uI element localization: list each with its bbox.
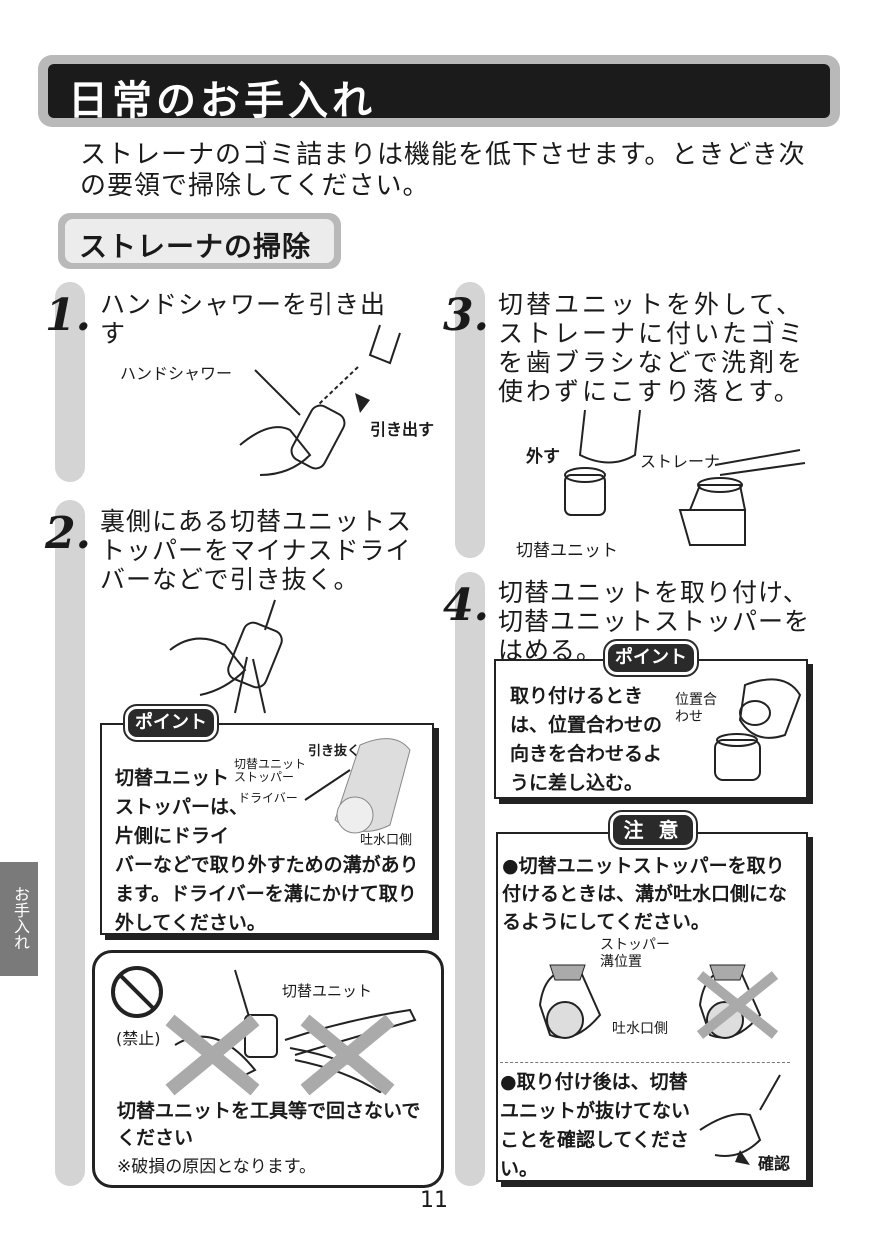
outlet-label-2: 吐水口側 (612, 1021, 668, 1037)
point1-text-a: 切替ユニット (115, 767, 230, 789)
point1-text-c: 片側にドライ (115, 825, 230, 847)
step4-bar (455, 572, 485, 1186)
strainer-cleaning-illustration (564, 409, 806, 546)
step3-number: 3. (443, 290, 489, 341)
page-title: 日常のお手入れ (68, 78, 376, 124)
prohibition-note: ※破損の原因となります。 (117, 1157, 317, 1177)
step2-text: 裏側にある切替ユニットストッパーをマイナスドライバーなどで引き抜く。 (100, 507, 413, 594)
outlet-label: 吐水口側 (360, 833, 413, 848)
step3-bar (455, 282, 485, 558)
side-tab: お手入れ (0, 862, 38, 976)
driver-removal-illustration (169, 599, 283, 714)
step3-text: 切替ユニットを外して、ストレーナに付いたゴミを歯ブラシなどで洗剤を使わずにこすり… (498, 290, 807, 406)
unit-label: 切替ユニット (516, 541, 618, 561)
confirm-illustration (699, 1074, 781, 1165)
prohibition-icon (111, 966, 163, 1018)
confirm-label: 確認 (758, 1154, 791, 1173)
section-title: ストレーナの掃除 (79, 230, 312, 263)
step1-text: ハンドシャワーを引き出す (100, 290, 387, 348)
tool-prohibited-illustration (165, 969, 417, 1096)
pull-label: 引き抜く (308, 744, 361, 759)
hand-shower-label: ハンドシャワー (120, 364, 233, 383)
groove-label: ストッパー溝位置 (600, 937, 670, 970)
prohibition-mark: (禁止) (116, 1029, 161, 1048)
step1-bar (55, 282, 85, 482)
strainer-label: ストレーナ (640, 452, 721, 471)
stopper-closeup-illustration (304, 738, 411, 834)
point-badge-2: ポイント (603, 639, 699, 677)
caution-item-2: ●取り付け後は、切替ユニットが抜けてないことを確認してください。 (500, 1071, 691, 1180)
caution-badge: 注 意 (608, 810, 698, 850)
stopper-groove-illustration (538, 964, 779, 1039)
alignment-illustration (714, 678, 802, 781)
step4-text: 切替ユニットを取り付け、切替ユニットストッパーをはめる。 (498, 578, 811, 665)
step1-number: 1. (45, 290, 91, 341)
side-tab-label: お手入れ (11, 886, 30, 950)
caution-item-1: ●切替ユニットストッパーを取り付けるときは、溝が吐水口側になるようにしてください… (502, 855, 788, 933)
point1-text-d: バーなどで取り外すための溝があります。ドライバーを溝にかけて取り外してください。 (115, 854, 419, 934)
step4-number: 4. (443, 580, 489, 631)
driver-label: ドライバー (238, 791, 298, 805)
caution-divider (500, 1062, 790, 1063)
intro-text: ストレーナのゴミ詰まりは機能を低下させます。ときどき次の要領で掃除してください。 (80, 140, 806, 201)
prohibition-box (92, 950, 444, 1188)
step2-bar (55, 500, 85, 1186)
page-number: 11 (420, 1188, 448, 1213)
point1-text-b: ストッパーは、 (115, 796, 249, 818)
page-header: 日常のお手入れ (38, 55, 840, 127)
pull-out-label: 引き出す (370, 420, 435, 439)
hand-shower-illustration (239, 324, 401, 476)
section-heading: ストレーナの掃除 (58, 213, 341, 269)
remove-label: 外す (526, 447, 560, 467)
prohibit-unit-label: 切替ユニット (282, 982, 373, 1000)
step2-number: 2. (45, 508, 91, 559)
alignment-label: 位置合わせ (675, 692, 717, 725)
unit-stopper-label: 切替ユニットストッパー (234, 757, 307, 784)
point2-text: 取り付けるときは、位置合わせの向きを合わせるように差し込む。 (510, 685, 663, 794)
point-badge-1: ポイント (123, 704, 219, 742)
prohibition-text: 切替ユニットを工具等で回さないでください (117, 1100, 421, 1149)
page-header-inner: 日常のお手入れ (48, 64, 830, 124)
